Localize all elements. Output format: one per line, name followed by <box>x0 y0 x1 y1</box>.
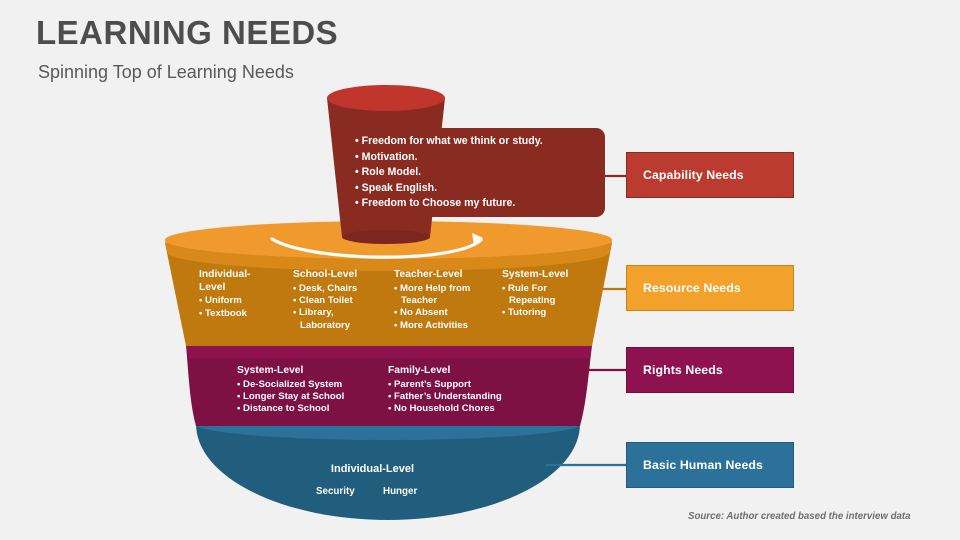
column-item: • Library, <box>293 307 334 319</box>
column-item: • De-Socialized System <box>237 378 343 390</box>
legend-label: Basic Human Needs <box>643 458 763 472</box>
capability-needs-list: • Freedom for what we think or study. • … <box>355 134 605 212</box>
column-heading: Family-Level <box>388 365 451 376</box>
column-item: • Clean Toilet <box>293 295 353 306</box>
basic-item: Security <box>316 486 355 497</box>
basic-heading: Individual-Level <box>330 463 415 475</box>
rights-column-family: Family-Level • Parent’s Support • Father… <box>388 365 538 416</box>
legend-resource-needs[interactable]: Resource Needs <box>626 265 794 311</box>
rights-column-system: System-Level • De-Socialized System • Lo… <box>237 365 382 416</box>
column-item: • Longer Stay at School <box>237 391 345 402</box>
capability-item: • Speak English. <box>355 181 438 194</box>
column-item-continuation: Repeating <box>509 295 556 306</box>
page-title: LEARNING NEEDS <box>36 14 339 51</box>
column-item: • More Activities <box>394 319 468 331</box>
column-item: • Father’s Understanding <box>388 391 502 402</box>
capability-item: • Freedom for what we think or study. <box>355 135 543 147</box>
column-item: • Tutoring <box>502 307 547 319</box>
basic-human-needs-bowl <box>196 424 580 520</box>
legend-label: Rights Needs <box>643 363 723 377</box>
basic-human-needs-bowl-rim <box>196 424 580 440</box>
capability-needs-cylinder-base <box>342 230 430 244</box>
legend-basic-human-needs[interactable]: Basic Human Needs <box>626 442 794 488</box>
legend-label: Resource Needs <box>643 281 741 295</box>
resource-column-individual: Individual-Level • Uniform • Textbook <box>199 269 269 320</box>
legend-rights-needs[interactable]: Rights Needs <box>626 347 794 393</box>
capability-item: • Motivation. <box>355 150 418 163</box>
resource-column-teacher: Teacher-Level • More Help from Teacher •… <box>394 269 486 332</box>
column-heading: System-Level <box>502 269 569 280</box>
column-heading: Individual-Level <box>199 269 251 293</box>
resource-column-school: School-Level • Desk, Chairs • Clean Toil… <box>293 269 373 332</box>
column-item: • No Household Chores <box>388 403 495 415</box>
column-item: • No Absent <box>394 307 448 319</box>
spin-arrow <box>270 237 483 259</box>
rights-needs-band <box>186 345 592 426</box>
column-item: • Textbook <box>199 307 247 319</box>
column-item: • Rule For <box>502 282 547 294</box>
column-item: • Uniform <box>199 295 242 307</box>
capability-needs-callout <box>392 128 605 217</box>
column-heading: Teacher-Level <box>394 269 463 280</box>
legend-label: Capability Needs <box>643 168 744 182</box>
column-item: • Distance to School <box>237 403 330 415</box>
capability-item: • Role Model. <box>355 166 422 179</box>
column-item-continuation: Teacher <box>401 295 438 306</box>
resource-needs-disc-lip <box>165 240 612 272</box>
column-item: • Parent’s Support <box>388 378 471 390</box>
capability-needs-cylinder-top <box>327 85 445 111</box>
rights-needs-band-rim <box>186 345 592 358</box>
column-heading: System-Level <box>237 365 304 376</box>
resource-needs-band <box>165 243 612 346</box>
column-item-continuation: Laboratory <box>300 319 351 331</box>
column-item: • More Help from <box>394 282 471 294</box>
spin-arrow-head <box>472 233 483 246</box>
legend-capability-needs[interactable]: Capability Needs <box>626 152 794 198</box>
column-item: • Desk, Chairs <box>293 282 358 294</box>
basic-item: Hunger <box>383 486 418 497</box>
column-heading: School-Level <box>293 269 358 280</box>
resource-column-system: System-Level • Rule For Repeating • Tuto… <box>502 269 580 320</box>
page-subtitle: Spinning Top of Learning Needs <box>38 62 294 82</box>
capability-item: • Freedom to Choose my future. <box>355 197 516 210</box>
source-note: Source: Author created based the intervi… <box>688 511 911 522</box>
